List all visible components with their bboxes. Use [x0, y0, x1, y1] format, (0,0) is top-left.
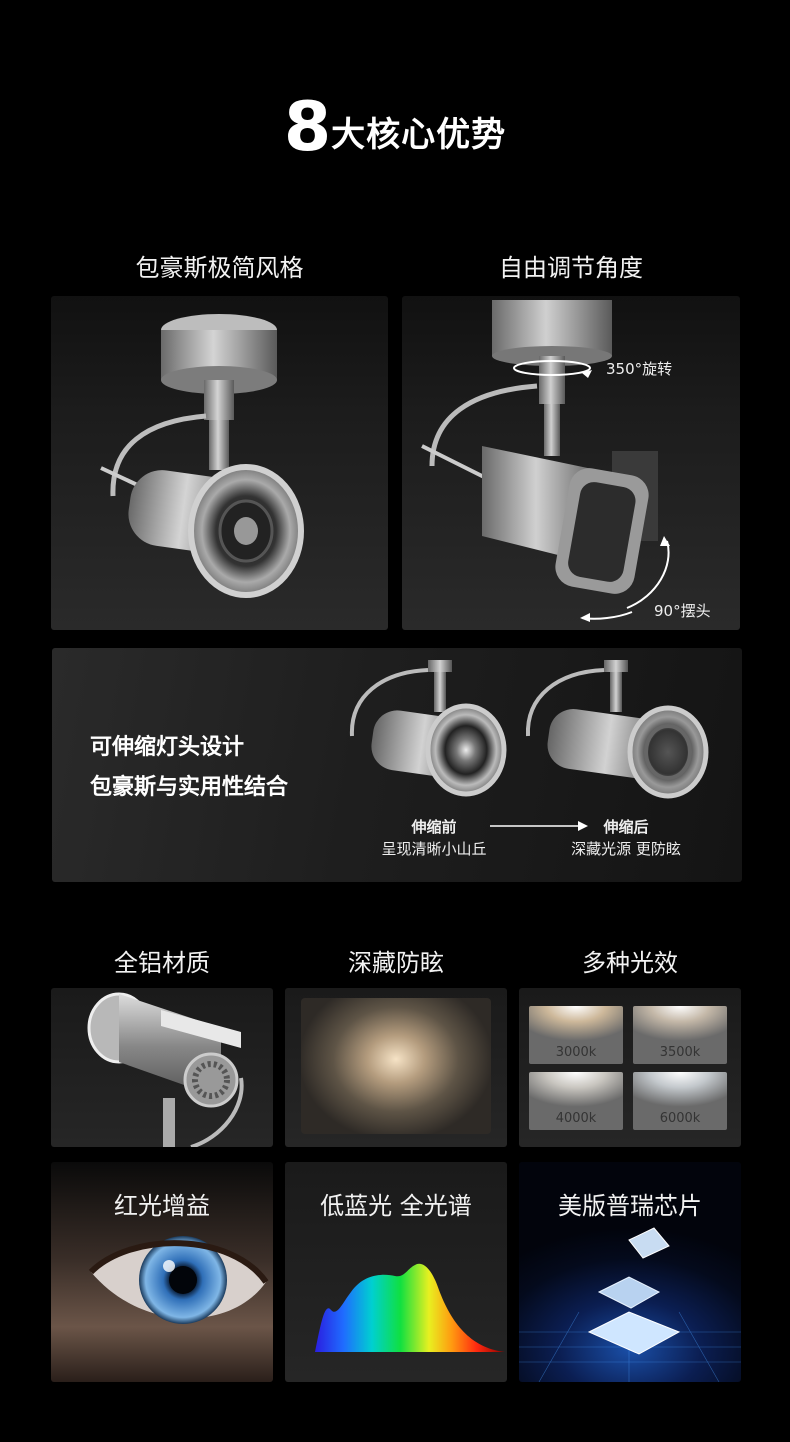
before-title: 伸缩前 — [411, 818, 457, 836]
panel-bauhaus — [51, 296, 388, 630]
panel-antiglare — [285, 988, 507, 1147]
caption-adjust: 自由调节角度 — [499, 254, 643, 282]
effect-3000k-label: 3000k — [555, 1045, 597, 1060]
caption-spectrum: 低蓝光 全光谱 — [320, 1192, 472, 1220]
effect-6000k: 6000k — [633, 1072, 727, 1130]
panel-spectrum — [285, 1162, 507, 1382]
panel-effects: 3000k 3500k 4000k 6000k — [519, 988, 741, 1147]
panel-aluminum — [51, 988, 273, 1147]
tele-line1: 可伸缩灯头设计 — [90, 735, 245, 760]
effect-3500k: 3500k — [633, 1006, 727, 1064]
panel-adjust: 350°旋转 90°摆头 — [402, 296, 740, 630]
rotate-label: 350°旋转 — [606, 360, 673, 378]
after-desc: 深藏光源 更防眩 — [571, 840, 681, 858]
effect-4000k: 4000k — [529, 1072, 623, 1130]
caption-aluminum: 全铝材质 — [114, 949, 210, 977]
lamp-after-image — [525, 660, 709, 799]
tilt-label: 90°摆头 — [654, 602, 711, 620]
title-text: 大核心优势 — [331, 115, 507, 155]
caption-chip: 美版普瑞芯片 — [558, 1192, 702, 1220]
chip-image — [519, 1227, 741, 1382]
effect-3000k: 3000k — [529, 1006, 623, 1064]
adjustable-spotlight-image — [421, 300, 670, 622]
spotlight-image — [100, 314, 304, 598]
spectrum-image — [315, 1263, 505, 1352]
caption-antiglare: 深藏防眩 — [348, 949, 444, 977]
tele-line2: 包豪斯与实用性结合 — [90, 775, 289, 800]
before-block: 伸缩前 呈现清晰小山丘 — [376, 816, 492, 860]
caption-effects: 多种光效 — [582, 949, 678, 977]
caption-bauhaus: 包豪斯极简风格 — [135, 254, 304, 282]
before-desc: 呈现清晰小山丘 — [381, 840, 487, 858]
antiglare-light-image — [301, 998, 491, 1134]
caption-red: 红光增益 — [114, 1192, 210, 1220]
page-title: 8大核心优势 — [0, 88, 790, 167]
effect-4000k-label: 4000k — [555, 1111, 597, 1126]
after-title: 伸缩后 — [603, 818, 649, 836]
panel-red — [51, 1162, 273, 1382]
effect-6000k-label: 6000k — [659, 1111, 701, 1126]
title-number: 8 — [283, 88, 332, 167]
after-block: 伸缩后 深藏光源 更防眩 — [562, 816, 690, 860]
eye-image — [88, 1236, 269, 1324]
effect-3500k-label: 3500k — [659, 1045, 701, 1060]
arrow-right-icon — [490, 821, 588, 831]
aluminum-housing-image — [87, 992, 244, 1147]
lamp-before-image — [349, 660, 507, 797]
panel-telescopic: 可伸缩灯头设计 包豪斯与实用性结合 伸缩前 呈现清晰小山丘 伸缩后 深藏光源 更… — [52, 648, 742, 882]
panel-chip — [519, 1162, 741, 1382]
